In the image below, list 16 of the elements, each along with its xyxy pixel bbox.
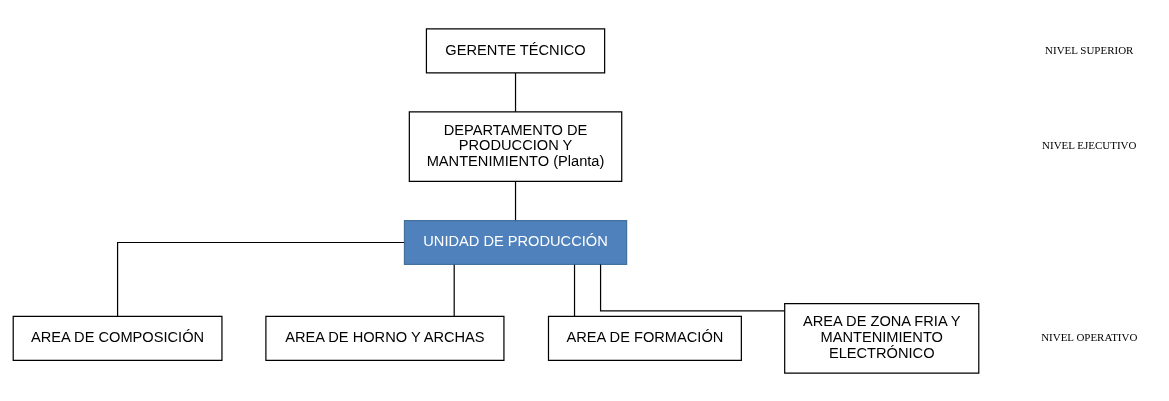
connector [514,180,517,221]
node-box: AREA DE HORNO Y ARCHAS [265,315,505,361]
label: NIVEL OPERATIVO [1041,330,1138,343]
connector [599,263,786,311]
connector [514,71,517,112]
label: NIVEL EJECUTIVO [1042,138,1137,151]
connector [573,263,576,317]
connector [117,241,405,317]
node-box: AREA DE COMPOSICIÓN [12,315,223,361]
connector [453,263,455,317]
node-box: UNIDAD DE PRODUCCIÓN [403,219,628,265]
node-box: DEPARTAMENTO DE PRODUCCION Y MANTENIMIENTO (Planta) [408,110,623,182]
node-box: AREA DE ZONA FRIA Y MANTENIMIENTO ELECTRÓNICO [784,302,980,374]
node-box: AREA DE FORMACIÓN [547,315,742,361]
label: NIVEL SUPERIOR [1045,43,1134,56]
node-box: GERENTE TÉCNICO [425,27,606,73]
